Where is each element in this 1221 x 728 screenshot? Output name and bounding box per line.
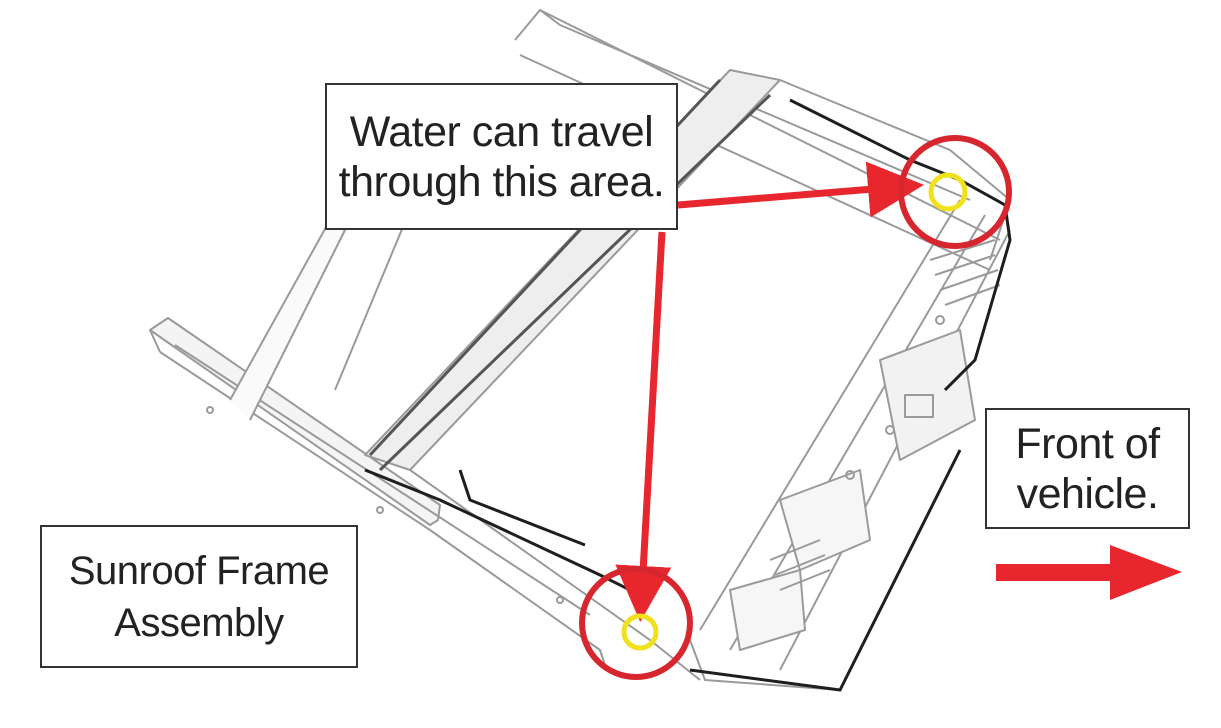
arrow-right-icon [996,545,1182,600]
water-callout-line1: Water can travel [349,108,654,156]
highlight-circles [579,135,1012,680]
front-of-vehicle-callout: Front of vehicle. [985,408,1190,529]
front-left-drain-ring [621,613,659,651]
front-callout-line1: Front of [1015,420,1160,468]
water-path-callout: Water can travel through this area. [325,83,678,230]
sunroof-frame-callout: Sunroof Frame Assembly [40,525,358,668]
arrow-to-rear-right [677,161,924,218]
water-callout-line2: through this area. [338,158,665,206]
sunroof-callout-line2: Assembly [114,601,284,645]
front-left-highlight [579,566,693,680]
arrow-to-front-left [615,231,672,622]
rear-right-highlight [898,135,1012,249]
sunroof-callout-line1: Sunroof Frame [68,549,330,593]
rear-right-drain-ring [928,172,968,212]
front-callout-line2: vehicle. [1016,470,1159,518]
pointer-arrows [615,161,924,622]
